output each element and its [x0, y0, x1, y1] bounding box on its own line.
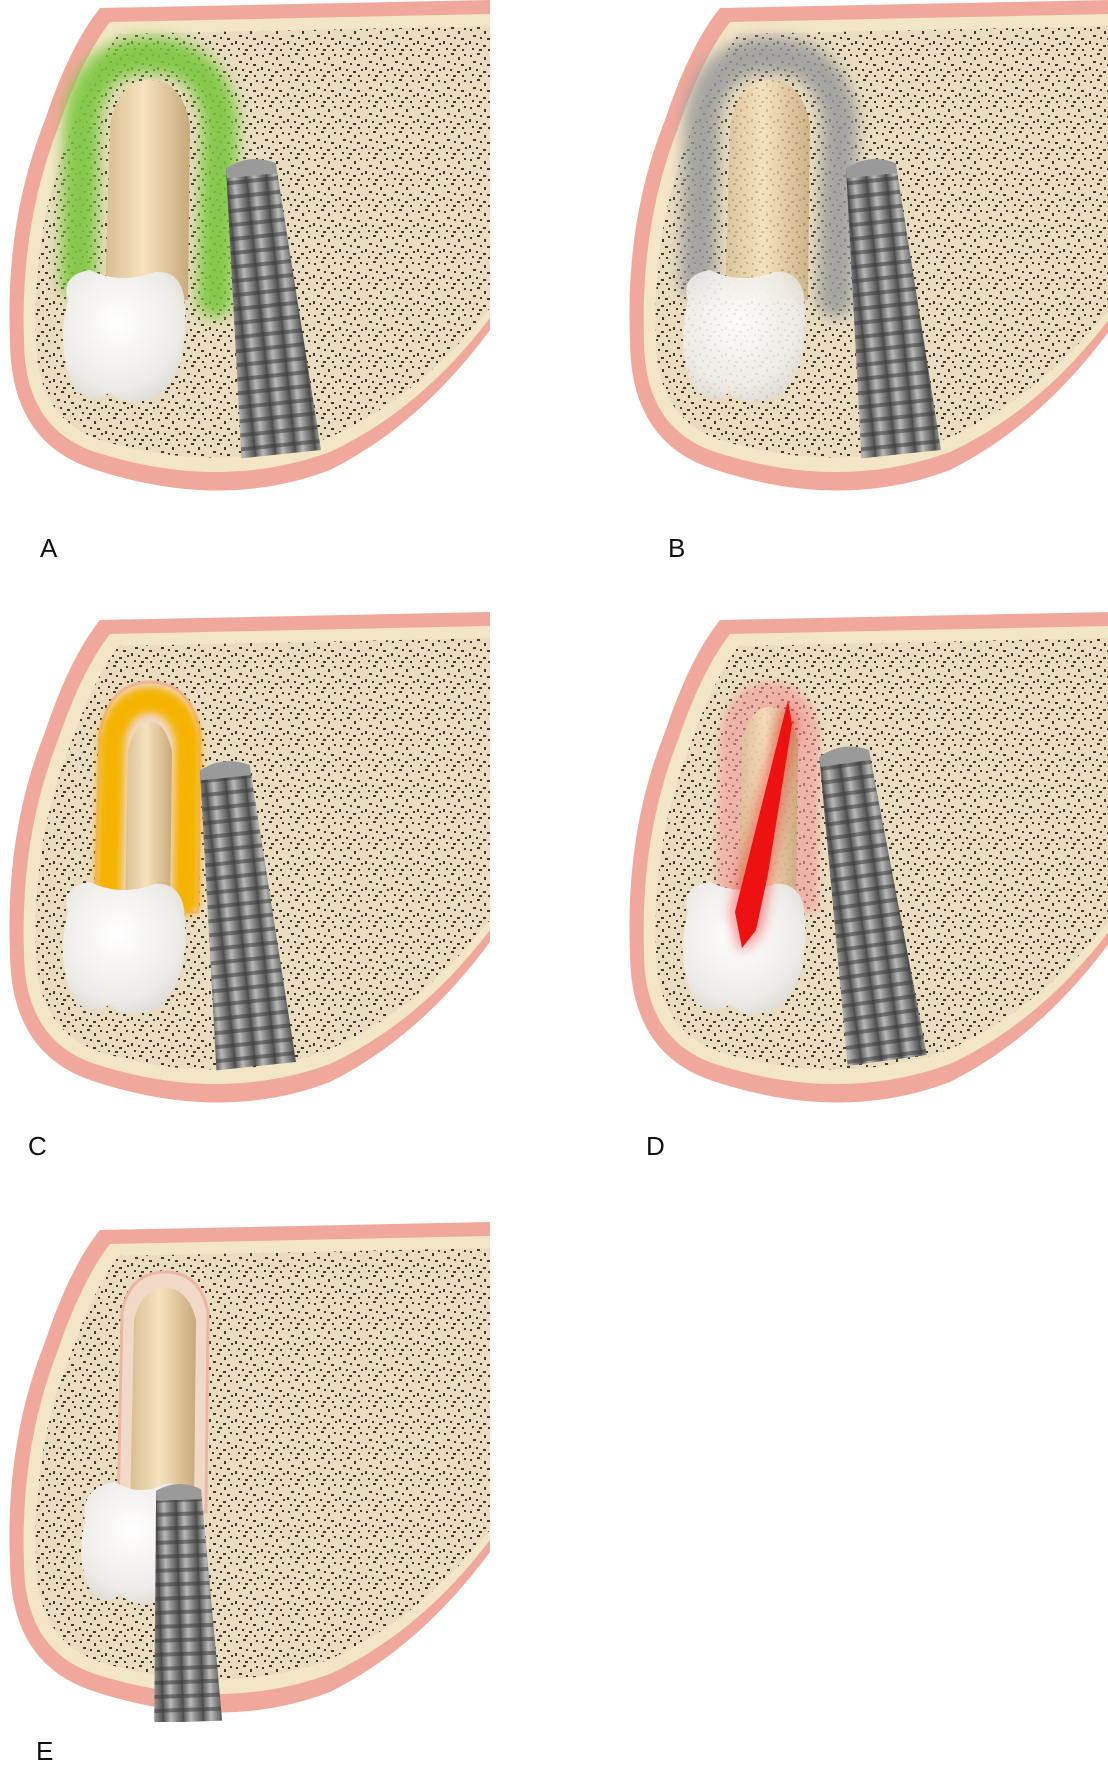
panel-label-c: C: [28, 1133, 47, 1159]
panel-label-a: A: [40, 535, 57, 561]
panel-c-illustration: [0, 612, 500, 1112]
tooth-crown: [63, 270, 185, 402]
tooth-root: [125, 722, 172, 912]
panel-label-e: E: [36, 1738, 53, 1764]
panel-d-illustration: [620, 612, 1108, 1112]
panel-label-b: B: [668, 535, 685, 561]
panel-label-d: D: [646, 1133, 665, 1159]
tooth-root: [105, 80, 190, 300]
panel-e: [0, 1222, 500, 1722]
tooth-crown: [683, 270, 805, 402]
panel-a: [0, 0, 500, 500]
panel-a-illustration: [0, 0, 500, 500]
tooth-root: [130, 1288, 196, 1512]
panel-c: [0, 612, 500, 1112]
panel-b: [620, 0, 1108, 500]
panel-d: [620, 612, 1108, 1112]
panel-b-illustration: [620, 0, 1108, 500]
panel-e-illustration: [0, 1222, 500, 1722]
tooth-crown: [63, 882, 185, 1014]
tooth-root: [725, 80, 810, 300]
